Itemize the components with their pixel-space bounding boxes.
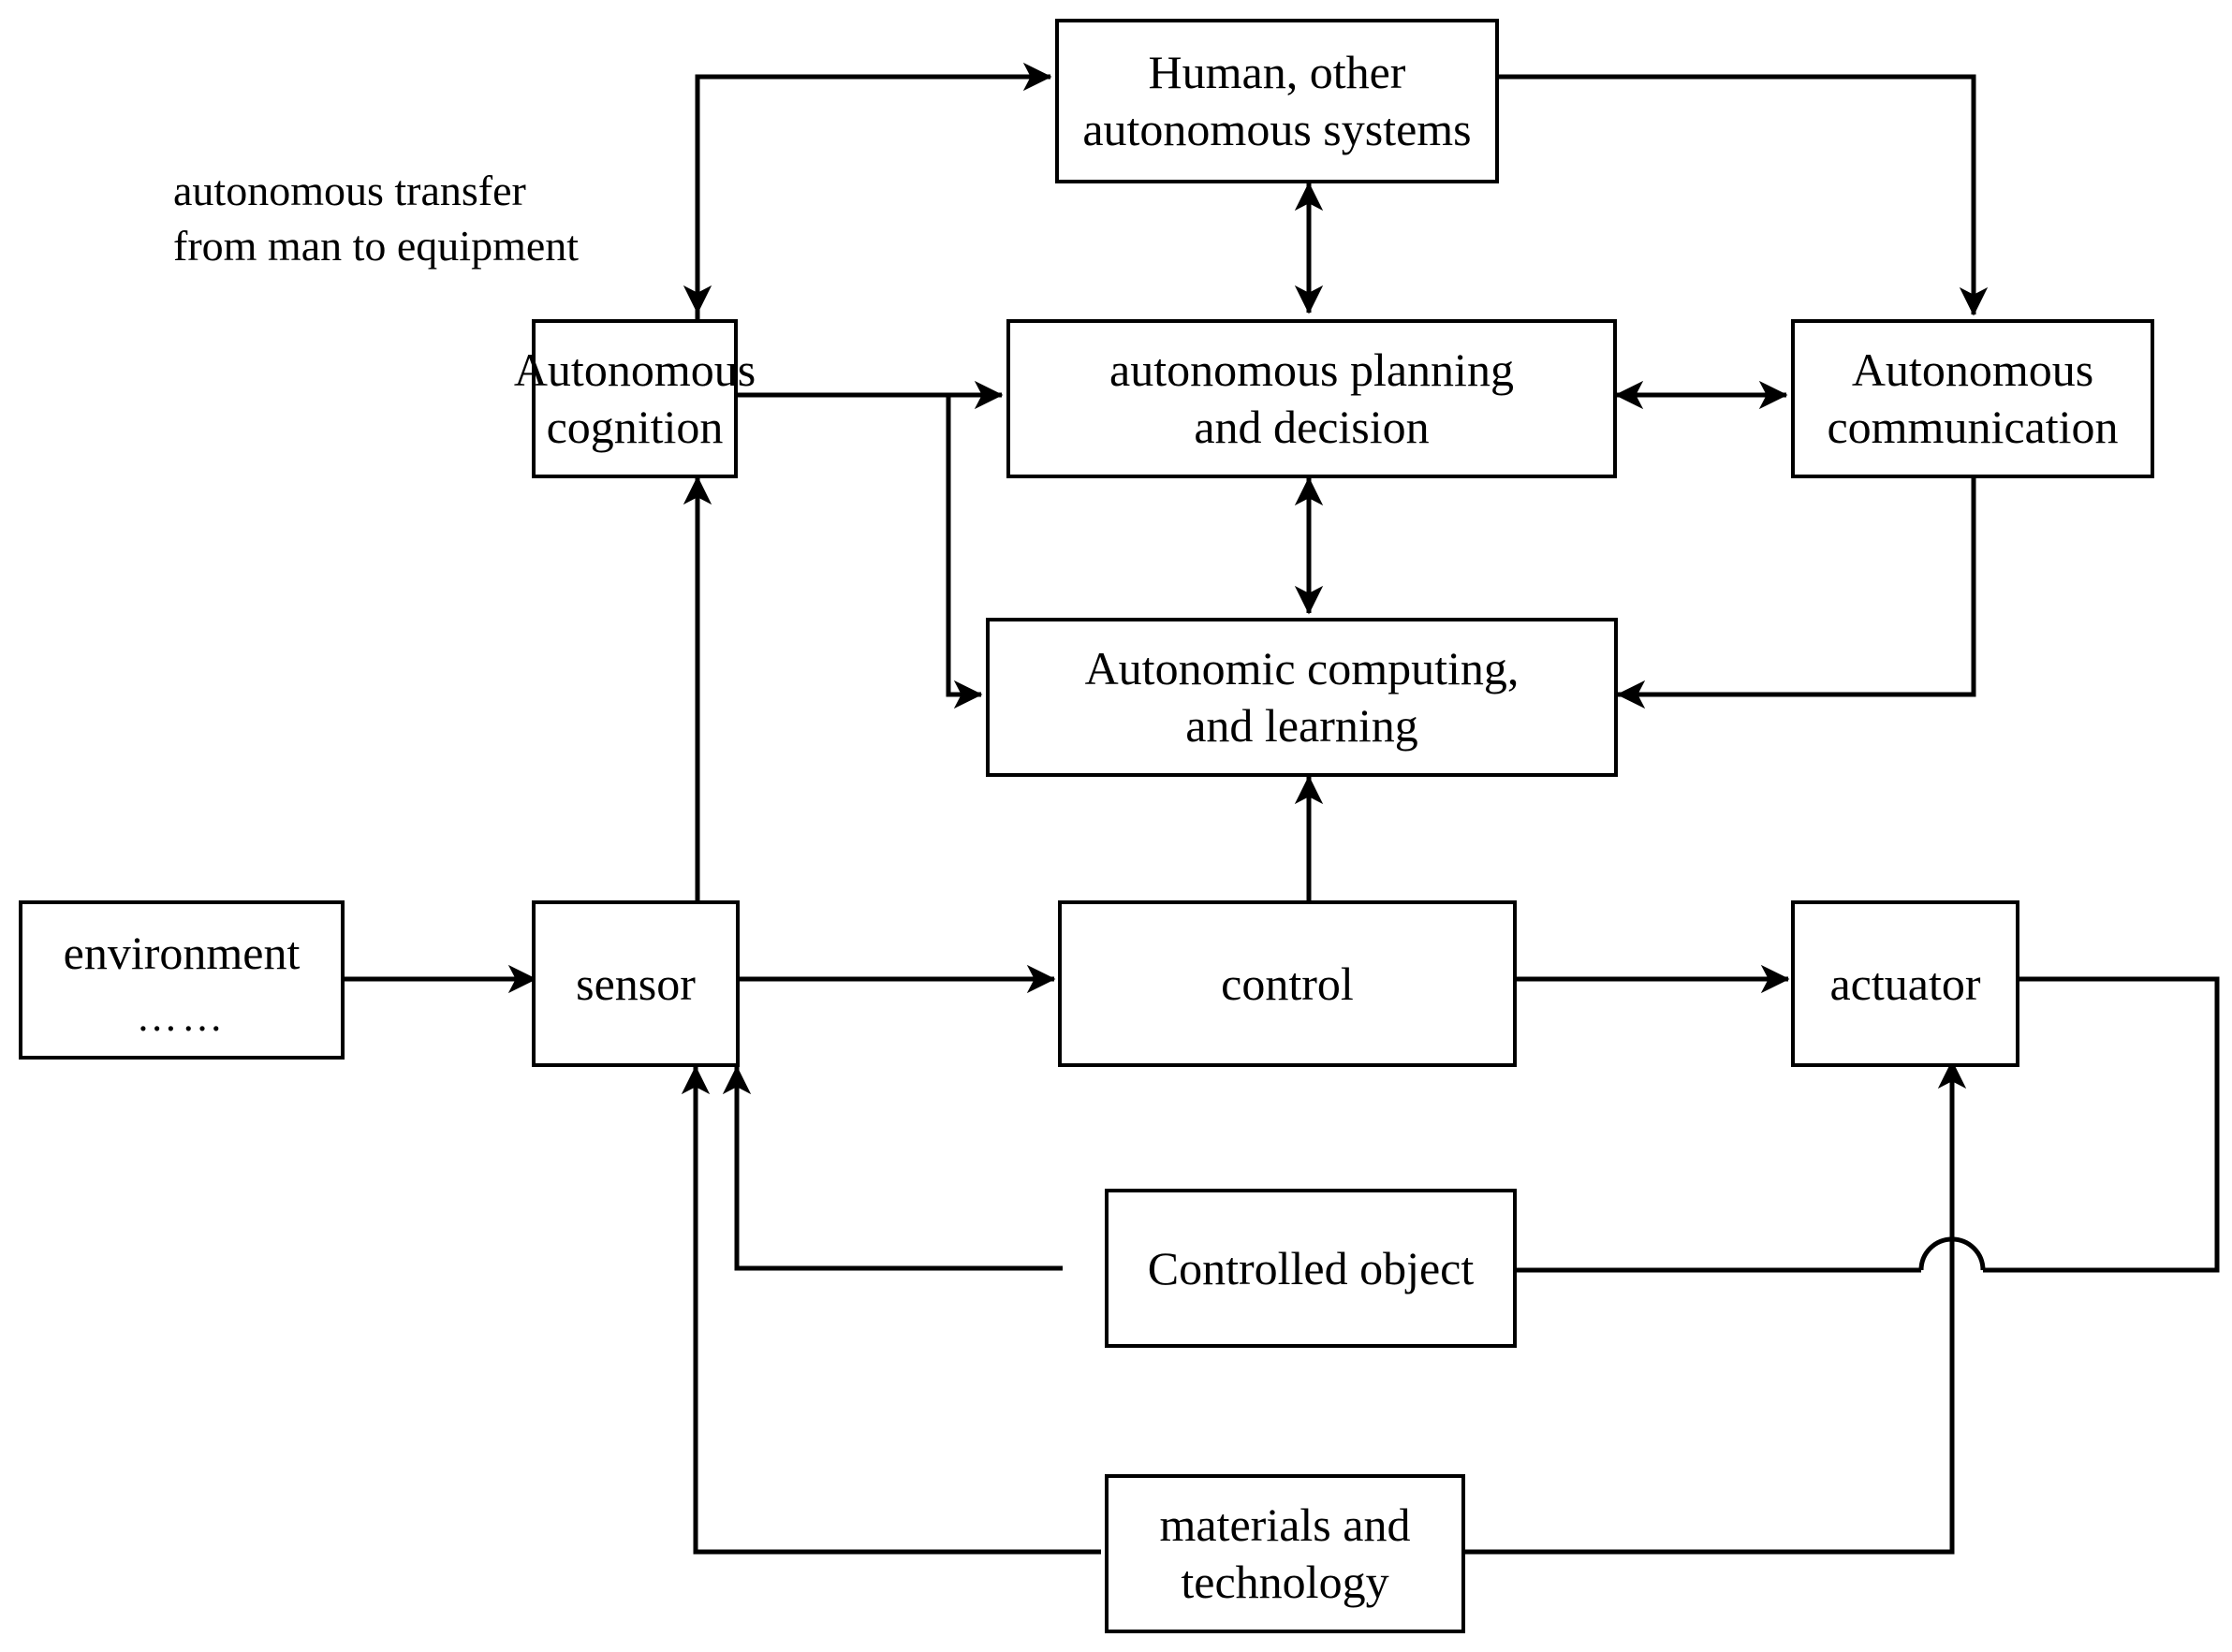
node-sensor-label: sensor <box>576 957 696 1010</box>
wire-materials-to-actuator <box>1465 1060 1967 1555</box>
autonomous-transfer-caption: autonomous transfer from man to equipmen… <box>173 164 579 274</box>
node-planning-line-1: autonomous planning <box>1109 344 1514 396</box>
caption-line-1: autonomous transfer <box>173 167 526 214</box>
wire-cognition-to-computing <box>946 395 983 709</box>
node-computing-line-2: and learning <box>1185 699 1418 752</box>
wire-materials-to-sensor <box>681 1065 1101 1555</box>
node-environment[interactable]: environment …… <box>19 900 345 1060</box>
node-environment-ellipsis: …… <box>136 994 228 1041</box>
node-computing-line-1: Autonomic computing, <box>1084 642 1520 694</box>
node-actuator[interactable]: actuator <box>1791 900 2019 1067</box>
node-materials-line-1: materials and <box>1159 1498 1411 1551</box>
node-materials-line-2: technology <box>1181 1556 1389 1608</box>
wire-controlledobject-to-sensor <box>722 1065 1063 1271</box>
wire-human-to-communication <box>1496 74 1989 316</box>
wire-actuator-to-controlledobject <box>1983 976 2220 1273</box>
node-environment-line-1: environment <box>63 927 301 979</box>
node-human-line-1: Human, other <box>1148 46 1406 98</box>
node-communication-line-1: Autonomous <box>1851 344 2094 396</box>
node-autonomous-planning[interactable]: autonomous planning and decision <box>1006 319 1617 478</box>
node-autonomous-communication[interactable]: Autonomous communication <box>1791 319 2154 478</box>
node-sensor[interactable]: sensor <box>532 900 740 1067</box>
node-cognition-line-1: Autonomous <box>513 344 756 396</box>
node-control[interactable]: control <box>1058 900 1517 1067</box>
node-human[interactable]: Human, other autonomous systems <box>1055 19 1499 183</box>
node-communication-line-2: communication <box>1827 401 2119 453</box>
node-autonomic-computing[interactable]: Autonomic computing, and learning <box>986 618 1618 777</box>
wire-communication-to-computing <box>1616 478 1976 709</box>
node-planning-line-2: and decision <box>1194 401 1430 453</box>
node-controlled-object-label: Controlled object <box>1147 1241 1475 1294</box>
node-autonomous-cognition[interactable]: Autonomous cognition <box>514 319 756 478</box>
node-actuator-label: actuator <box>1829 957 1981 1010</box>
node-control-label: control <box>1221 957 1354 1010</box>
node-materials-technology[interactable]: materials and technology <box>1105 1474 1465 1633</box>
node-human-line-2: autonomous systems <box>1082 103 1472 155</box>
caption-line-2: from man to equipment <box>173 221 580 270</box>
wire-cognition-to-human <box>695 62 1052 319</box>
node-controlled-object[interactable]: Controlled object <box>1105 1189 1517 1348</box>
node-cognition-line-2: cognition <box>546 401 724 453</box>
